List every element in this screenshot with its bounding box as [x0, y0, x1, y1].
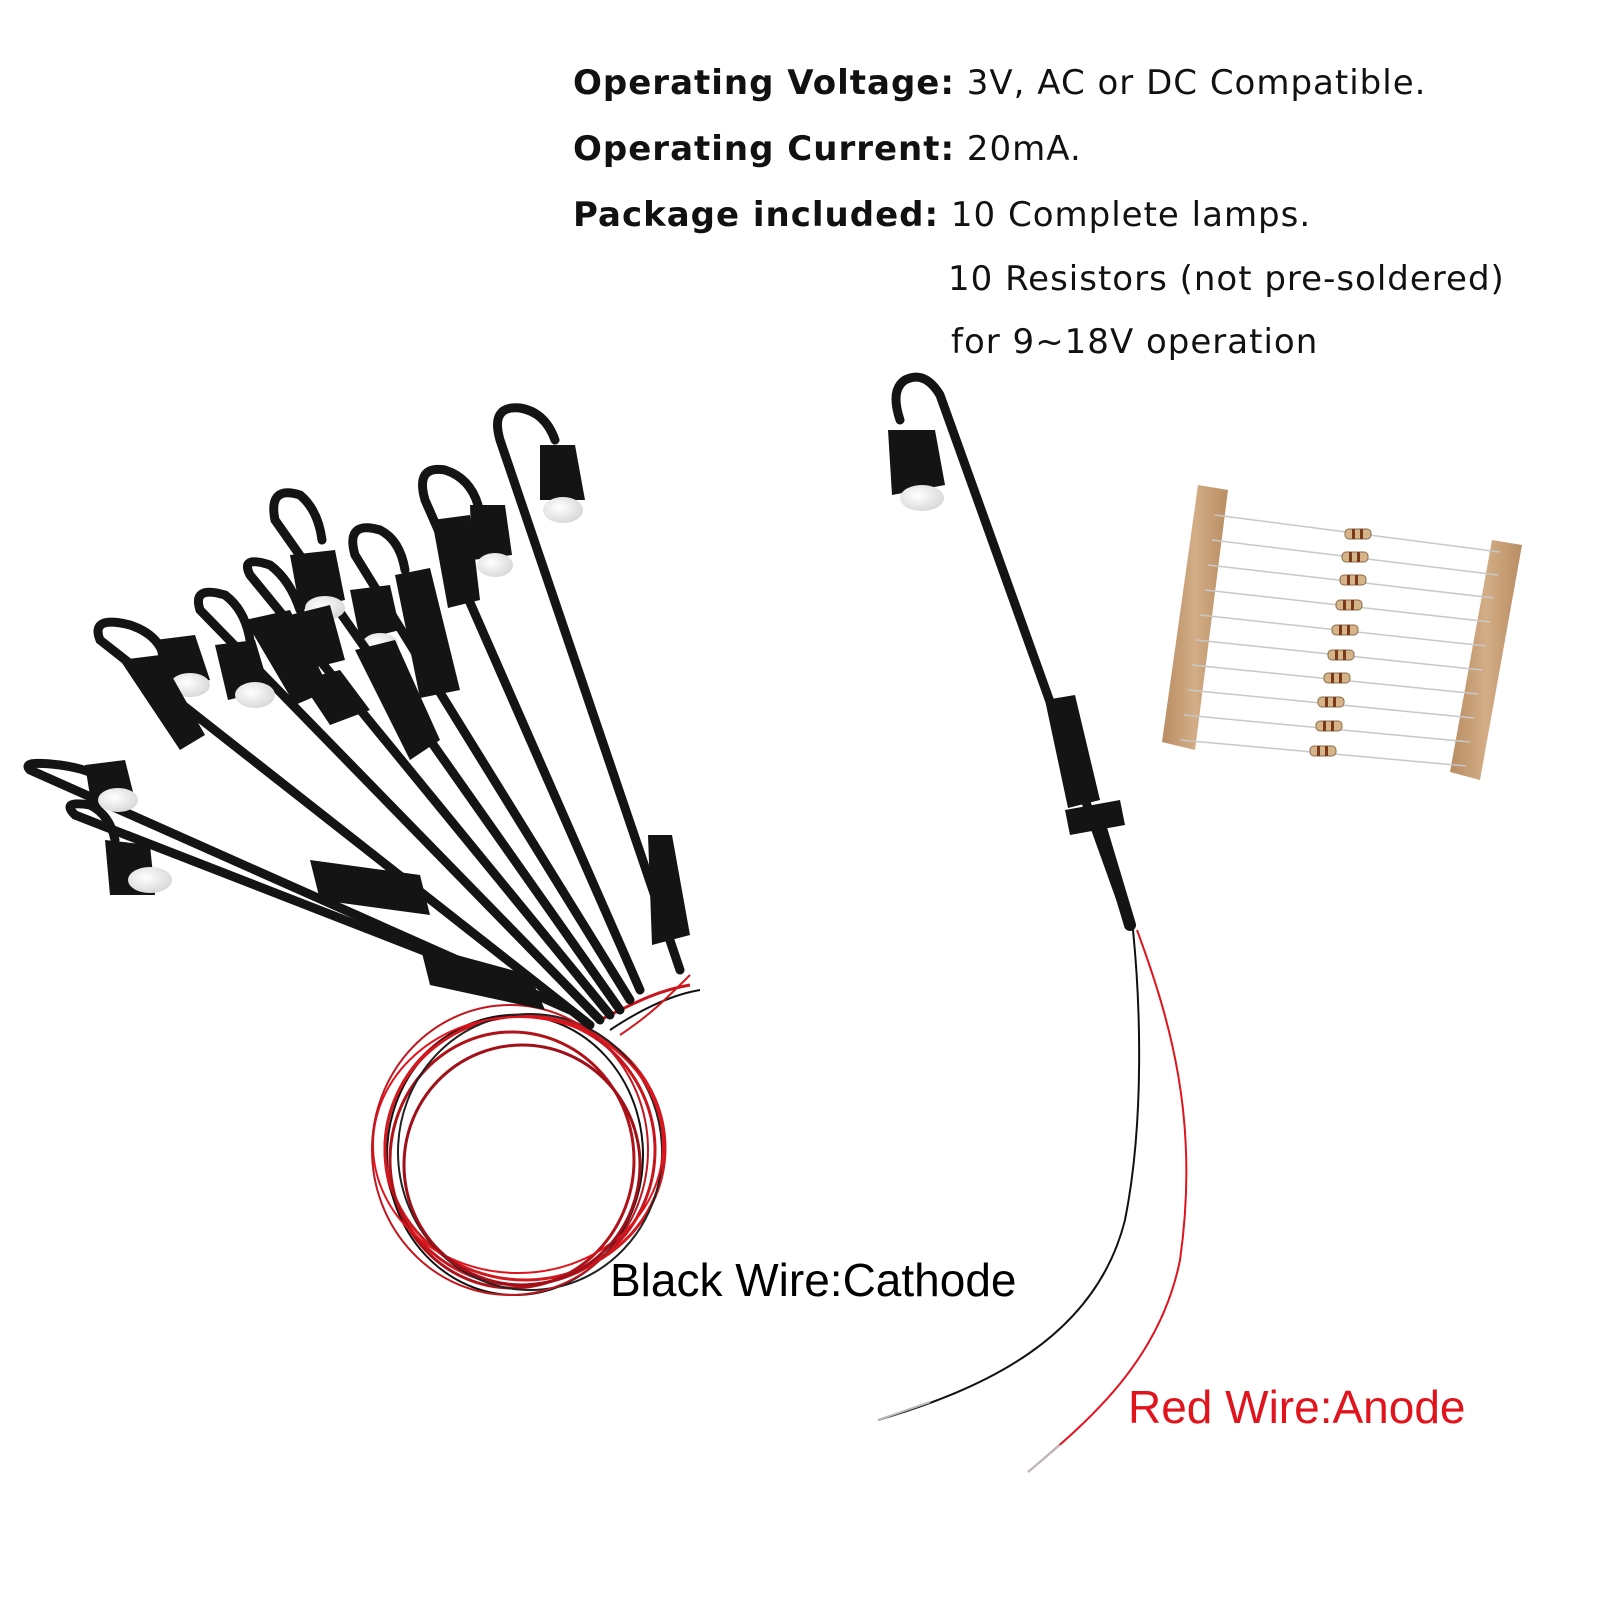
single-lamp	[888, 372, 1136, 931]
spec-package-line3: for 9~18V operation	[951, 322, 1318, 362]
spec-voltage: Operating Voltage: 3V, AC or DC Compatib…	[573, 63, 1426, 103]
spec-package-label: Package included:	[573, 195, 940, 235]
spec-current-value: 20mA.	[966, 129, 1082, 169]
resistor-strip	[1162, 485, 1522, 780]
lamp-post	[493, 403, 690, 975]
coiled-wires	[371, 974, 701, 1296]
spec-voltage-value: 3V, AC or DC Compatible.	[966, 63, 1427, 103]
spec-package-line2: 10 Resistors (not pre-soldered)	[948, 259, 1505, 299]
lamp-leads	[877, 929, 1188, 1473]
lamp-post	[93, 617, 595, 1030]
black-wire-caption: Black Wire:Cathode	[610, 1254, 1017, 1306]
spec-current: Operating Current: 20mA.	[573, 129, 1082, 169]
lamp-post	[65, 799, 555, 1010]
lamp-post	[418, 464, 645, 995]
lamp-bundle	[23, 403, 690, 1030]
spec-current-label: Operating Current:	[573, 129, 956, 169]
red-wire-caption: Red Wire:Anode	[1128, 1381, 1466, 1433]
spec-package-line1: 10 Complete lamps.	[950, 195, 1312, 235]
spec-package: Package included: 10 Complete lamps.	[573, 195, 1311, 235]
lamp-post	[194, 587, 605, 1025]
lamp-post	[23, 758, 575, 1015]
spec-package-line3-text: for 9~18V operation	[951, 322, 1319, 362]
spec-voltage-label: Operating Voltage:	[573, 63, 955, 103]
spec-package-line2-text: 10 Resistors (not pre-soldered)	[948, 259, 1505, 299]
